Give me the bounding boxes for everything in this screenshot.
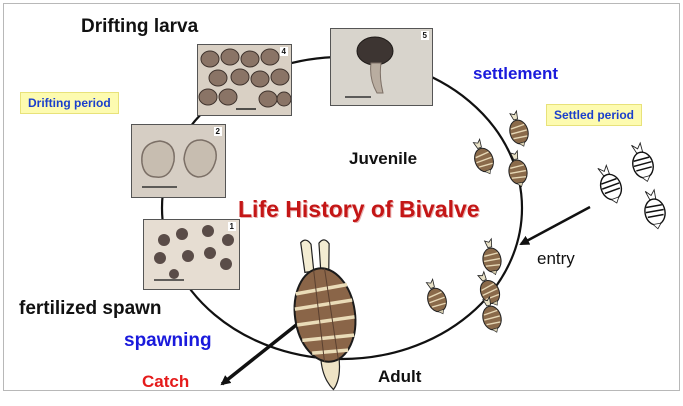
settled-shell-icon <box>628 141 657 184</box>
juvenile-label: Juvenile <box>349 149 417 169</box>
settled-shell-icon <box>641 189 667 231</box>
photo-drifting-larvae: 4 <box>197 44 292 116</box>
juvenile-shell-icon <box>421 277 450 317</box>
entry-label: entry <box>537 249 575 269</box>
drifting-larva-label: Drifting larva <box>81 16 198 38</box>
adult-label: Adult <box>378 367 421 387</box>
juvenile-shell-icon <box>505 109 532 148</box>
adult-shell-icon <box>285 235 366 394</box>
photo-fertilized-eggs: 1 <box>143 219 240 290</box>
settled-period-tag: Settled period <box>546 104 642 126</box>
juvenile-shell-icon <box>468 137 497 177</box>
juvenile-shell-icon <box>505 150 529 189</box>
juvenile-shell-icon <box>479 238 503 277</box>
photo-number: 5 <box>421 31 429 40</box>
fertilized-spawn-label: fertilized spawn <box>19 298 162 320</box>
catch-label: Catch <box>142 372 189 392</box>
drifting-period-tag: Drifting period <box>20 92 119 114</box>
settlement-label: settlement <box>473 64 558 84</box>
photo-number: 1 <box>228 222 236 231</box>
diagram-title: Life History of Bivalve <box>238 196 480 223</box>
settled-shell-icon <box>594 163 626 206</box>
spawning-label: spawning <box>124 330 212 352</box>
photo-settling-larva: 5 <box>330 28 433 106</box>
photo-early-larva: 2 <box>131 124 226 198</box>
photo-number: 4 <box>280 47 288 56</box>
photo-number: 2 <box>214 127 222 136</box>
entry-arrow <box>521 207 590 244</box>
